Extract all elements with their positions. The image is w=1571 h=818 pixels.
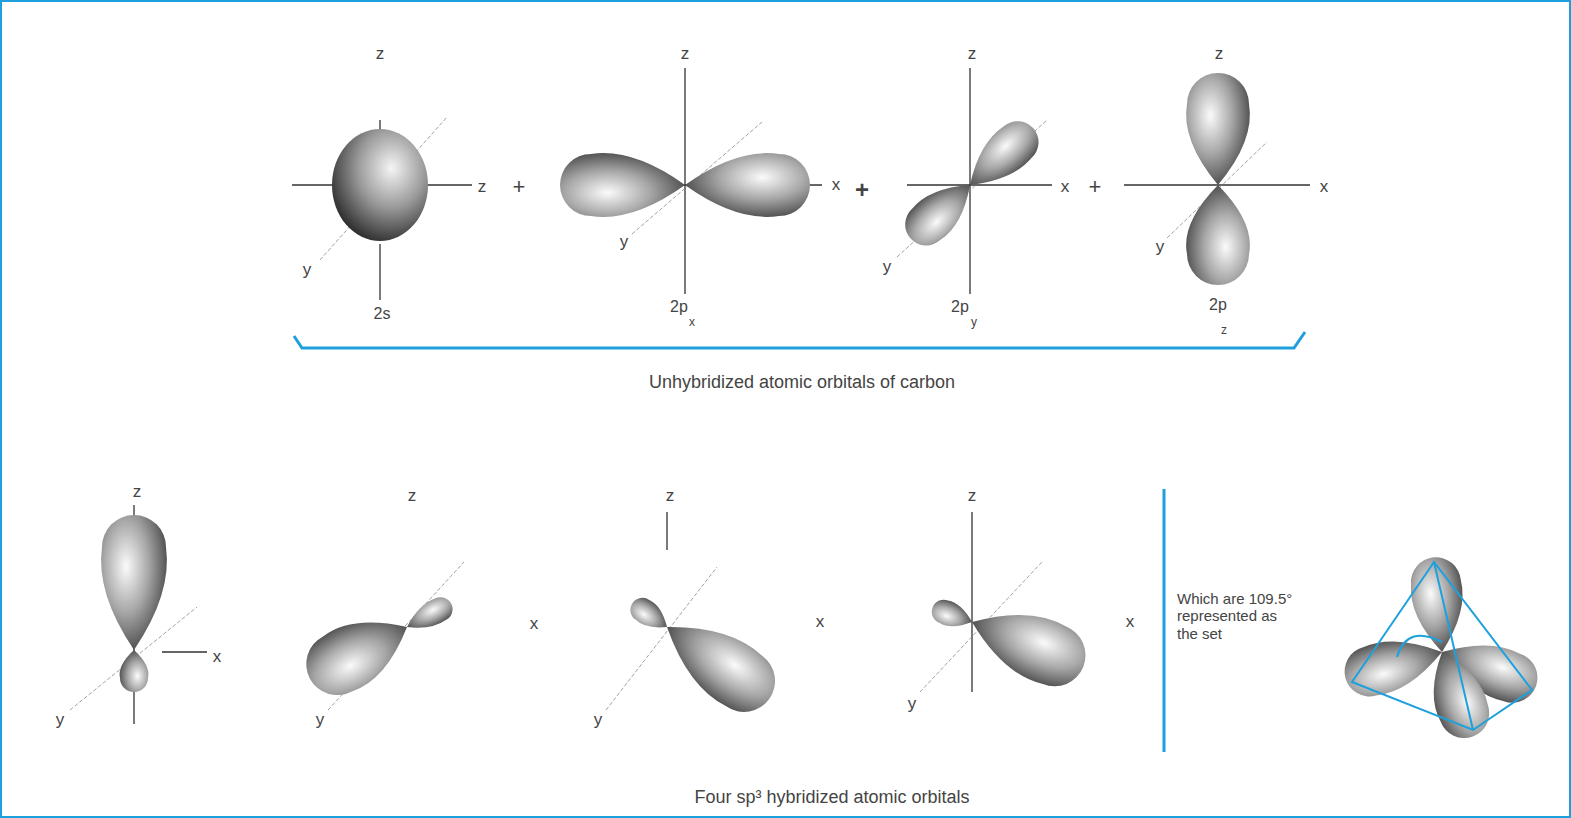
orbital-lobe — [120, 650, 149, 692]
axis-line — [379, 244, 380, 300]
axis-label: z — [408, 486, 417, 506]
caption-text: Unhybridized atomic orbitals of carbon — [649, 372, 955, 393]
bracket-line — [294, 332, 1305, 348]
axis-line — [907, 184, 1052, 185]
axis-label: y — [908, 694, 917, 714]
orbital-name: 2p — [1209, 296, 1227, 314]
axis-label: z — [968, 44, 977, 64]
axis-label: y — [56, 710, 65, 730]
axis-label: y — [971, 316, 977, 330]
orbital-name: 2p — [951, 298, 969, 316]
orbital-lobe — [928, 596, 976, 634]
bracket-line — [1163, 489, 1166, 752]
axis-lines — [70, 68, 1310, 724]
axis-label: x — [1061, 177, 1070, 197]
tetrahedron-line — [1434, 562, 1473, 730]
axis-label: x — [689, 316, 695, 330]
axis-line — [971, 512, 972, 692]
axis-label: z — [968, 486, 977, 506]
orbital-lobe — [401, 593, 457, 638]
orbital-lobe — [295, 599, 422, 707]
axis-label: z — [1215, 44, 1224, 64]
axis-label: x — [530, 614, 539, 634]
axis-label: y — [594, 710, 603, 730]
bracket-lines — [294, 332, 1532, 752]
orbital-lobe — [685, 153, 810, 217]
axis-label: z — [1221, 324, 1227, 338]
axis-line — [666, 512, 667, 550]
axis-label: x — [816, 612, 825, 632]
orbital-lobes — [101, 73, 1545, 745]
plus-sign: + — [513, 174, 526, 199]
axis-label: y — [316, 710, 325, 730]
axis-label: z — [376, 44, 385, 64]
plus-sign: + — [855, 176, 869, 204]
plus-sign: + — [1089, 174, 1102, 199]
axis-line — [684, 68, 685, 294]
caption-text: Four sp³ hybridized atomic orbitals — [694, 787, 969, 808]
orbital-lobe — [896, 169, 984, 255]
axis-label: x — [213, 647, 222, 667]
axis-label: z — [133, 482, 142, 502]
axis-label: z — [681, 44, 690, 64]
axis-label: z — [666, 486, 675, 506]
axis-label: x — [832, 175, 841, 195]
axis-label: y — [303, 260, 312, 280]
axis-line — [320, 117, 447, 260]
s-orbital — [332, 129, 428, 241]
axis-label: y — [1156, 237, 1165, 257]
orbital-name: 2p — [670, 298, 688, 316]
axis-line — [969, 68, 970, 294]
orbital-lobe — [649, 601, 788, 725]
axis-label: x — [1126, 612, 1135, 632]
tetrahedron-line — [1397, 636, 1442, 657]
axis-label: y — [620, 232, 629, 252]
axis-label: x — [1320, 177, 1329, 197]
axis-line — [1124, 184, 1310, 185]
orbital-lobe — [101, 515, 167, 650]
axis-label: y — [883, 257, 892, 277]
orbital-lobe — [626, 593, 675, 637]
orbital-lobe — [1186, 185, 1250, 285]
orbital-lobe — [960, 592, 1095, 696]
axis-label: z — [478, 177, 487, 197]
orbital-lobe — [560, 153, 685, 217]
axis-line — [162, 651, 207, 652]
orbital-name: 2s — [374, 305, 391, 323]
tetrahedron-line — [1352, 562, 1532, 730]
orbital-lobe — [1186, 73, 1250, 185]
orbital-lobe — [1339, 627, 1449, 703]
caption-text: Which are 109.5° represented as the set — [1177, 590, 1295, 642]
